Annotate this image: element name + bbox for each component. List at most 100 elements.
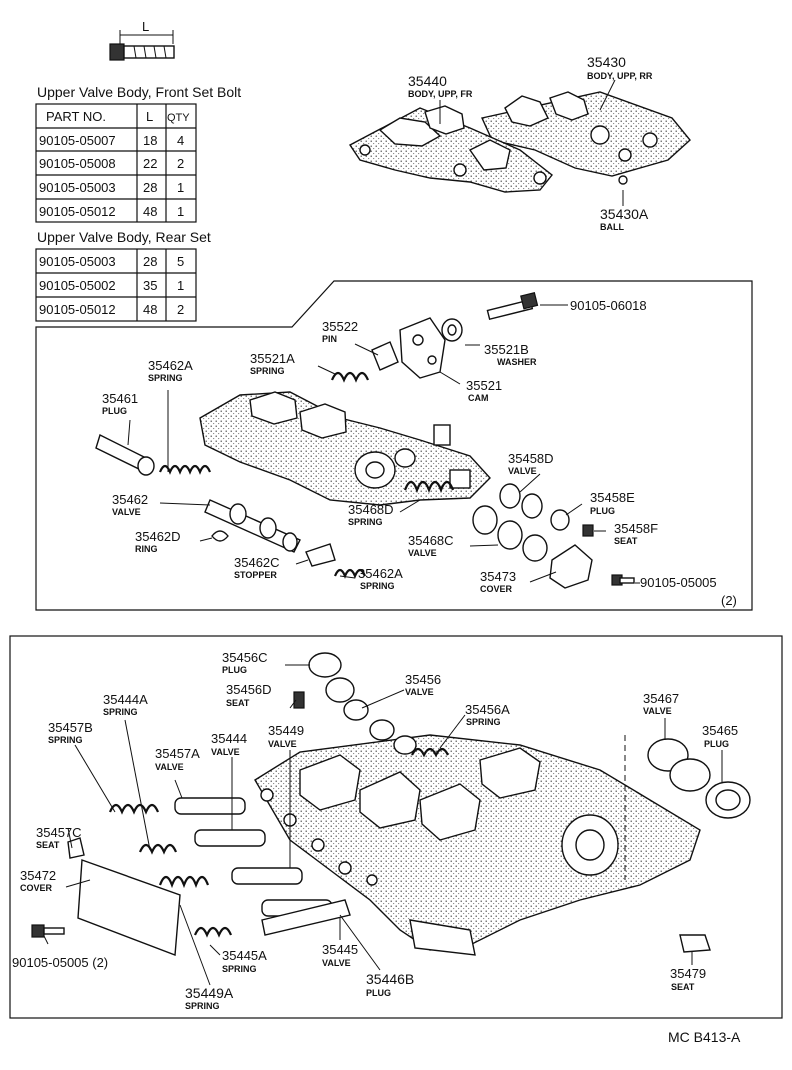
table1-cell: 48 (143, 204, 157, 219)
seat-35457c (67, 837, 85, 859)
label-35458e-sub: PLUG (590, 506, 615, 516)
label-35456d-sub: SEAT (226, 698, 250, 708)
label-35445a-sub: SPRING (222, 964, 257, 974)
label-35462c-num: 35462C (234, 555, 280, 570)
lower-section-frame (9, 635, 783, 1019)
table1-cell: 4 (177, 133, 184, 148)
label-35457c-sub: SEAT (36, 840, 60, 850)
label-35444-sub: VALVE (211, 747, 240, 757)
label-35472-num: 35472 (20, 868, 56, 883)
spring-35449a (158, 875, 210, 889)
label-35462a-bottom-sub: SPRING (360, 581, 395, 591)
label-35444-num: 35444 (211, 731, 247, 746)
label-35465-num: 35465 (702, 723, 738, 738)
valve-35449 (231, 867, 303, 885)
table1-header-qty: QTY (167, 112, 190, 124)
table1-cell: 2 (177, 156, 184, 171)
table2: 90105-05003 28 5 90105-05002 35 1 90105-… (35, 248, 197, 322)
label-35458e-num: 35458E (590, 490, 635, 505)
label-35430a-num: 35430A (600, 206, 649, 222)
table1-header-l: L (146, 109, 153, 124)
spring-35457b (108, 803, 160, 815)
plug-35465 (705, 781, 751, 819)
label-35522-sub: PIN (322, 334, 337, 344)
bolt-05005-top (611, 574, 635, 586)
label-35521b-sub: WASHER (497, 357, 537, 367)
label-35445-sub: VALVE (322, 958, 351, 968)
label-35462-num: 35462 (112, 492, 148, 507)
valve-35467 (647, 738, 711, 792)
spring-35456a (411, 747, 449, 758)
table1-cell: 18 (143, 133, 157, 148)
table1-title: Upper Valve Body, Front Set Bolt (37, 84, 241, 100)
label-35462a-top-sub: SPRING (148, 373, 183, 383)
label-35430-num: 35430 (587, 54, 626, 70)
table2-cell: 90105-05012 (39, 302, 116, 317)
seat-35458f (582, 524, 594, 537)
label-35457c-num: 35457C (36, 825, 82, 840)
label-35462-sub: VALVE (112, 507, 141, 517)
stopper-35462c (305, 543, 336, 567)
table2-cell: 1 (177, 278, 184, 293)
table1-cell: 28 (143, 180, 157, 195)
seat-35479 (679, 934, 711, 953)
label-35449a-sub: SPRING (185, 1001, 220, 1011)
label-35521a-sub: SPRING (250, 366, 285, 376)
label-35462a-bottom-num: 35462A (358, 566, 403, 581)
label-35467-num: 35467 (643, 691, 679, 706)
cover-35473 (549, 544, 593, 589)
spring-35462a-top (158, 464, 212, 475)
label-35445-num: 35445 (322, 942, 358, 957)
label-35444a-sub: SPRING (103, 707, 138, 717)
label-35472-sub: COVER (20, 883, 53, 893)
label-35462c-sub: STOPPER (234, 570, 277, 580)
table1-cell: 22 (143, 156, 157, 171)
table2-cell: 2 (177, 302, 184, 317)
label-bolt-06018: 90105-06018 (570, 298, 647, 313)
label-35449-sub: VALVE (268, 739, 297, 749)
label-35456a-num: 35456A (465, 702, 510, 717)
table1-cell: 1 (177, 180, 184, 195)
spring-35468d (403, 480, 455, 494)
plug-35461 (95, 434, 155, 476)
label-35446b-num: 35446B (366, 971, 414, 987)
label-35462a-top-num: 35462A (148, 358, 193, 373)
seat-35456d (293, 691, 305, 709)
label-35457b-sub: SPRING (48, 735, 83, 745)
spring-35462a-bottom (333, 568, 367, 579)
table1-cell: 90105-05008 (39, 156, 116, 171)
plug-35456c (308, 652, 355, 703)
spring-35444a (138, 843, 178, 855)
label-35473-sub: COVER (480, 584, 513, 594)
label-35461-sub: PLUG (102, 406, 127, 416)
label-35457a-sub: VALVE (155, 762, 184, 772)
label-35473-num: 35473 (480, 569, 516, 584)
label-35440-sub: BODY, UPP, FR (408, 89, 473, 99)
label-35468c-sub: VALVE (408, 548, 437, 558)
label-35465-sub: PLUG (704, 739, 729, 749)
label-35449-num: 35449 (268, 723, 304, 738)
label-35456c-sub: PLUG (222, 665, 247, 675)
middle-section-frame (35, 280, 753, 611)
upper-valve-body-rear (481, 91, 691, 185)
label-bolt-05005-top-qty: (2) (721, 593, 737, 608)
cam (399, 317, 446, 379)
valve-35458d (499, 483, 543, 519)
bolt-06018 (486, 291, 539, 321)
table2-title: Upper Valve Body, Rear Set (37, 229, 211, 245)
label-35468d-num: 35468D (348, 502, 394, 517)
table1-cell: 1 (177, 204, 184, 219)
label-35522-num: 35522 (322, 319, 358, 334)
label-35458d-sub: VALVE (508, 466, 537, 476)
spring-35521a (330, 371, 370, 383)
label-35462d-sub: RING (135, 544, 158, 554)
label-35430-sub: BODY, UPP, RR (587, 71, 653, 81)
plug-35458e (550, 509, 570, 531)
label-35467-sub: VALVE (643, 706, 672, 716)
leader-lines (43, 79, 723, 986)
label-35479-num: 35479 (670, 966, 706, 981)
label-35456d-num: 35456D (226, 682, 272, 697)
label-35456a-sub: SPRING (466, 717, 501, 727)
label-bolt-05005-top: 90105-05005 (640, 575, 717, 590)
label-35479-sub: SEAT (671, 982, 695, 992)
